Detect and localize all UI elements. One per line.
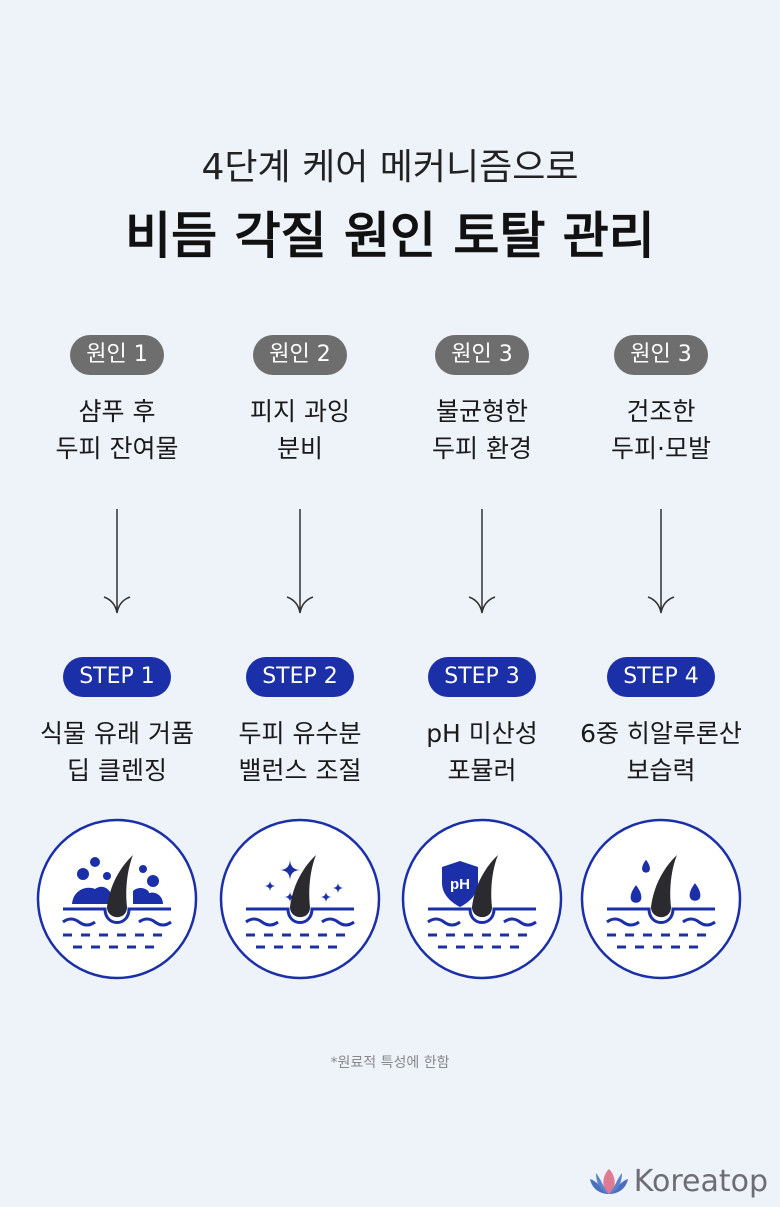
- cause-line: 두피 환경: [432, 434, 532, 463]
- arrow-down-icon: [286, 509, 314, 614]
- page-title: 비듬 각질 원인 토탈 관리: [125, 207, 655, 265]
- step-badge: STEP 4: [607, 657, 715, 697]
- cause-badge: 원인 3: [614, 335, 708, 375]
- step-line: 포뮬러: [447, 756, 517, 785]
- sparkle-icon: [219, 818, 381, 980]
- cause-badge: 원인 2: [253, 335, 347, 375]
- cause-line: 건조한: [626, 397, 696, 426]
- cause-line: 불균형한: [435, 397, 528, 426]
- cause-badge: 원인 1: [70, 335, 164, 375]
- step-line: pH 미산성: [426, 719, 538, 748]
- arrow-down-icon: [103, 509, 131, 614]
- water-drops-icon: [580, 818, 742, 980]
- arrow-down-icon: [647, 509, 675, 614]
- cause-line: 분비: [276, 434, 323, 463]
- step-line: 두피 유수분: [238, 719, 362, 748]
- arrow-down-icon: [468, 509, 496, 614]
- footnote: *원료적 특성에 한함: [330, 1055, 450, 1071]
- lotus-icon: [589, 1168, 628, 1194]
- cause-badge: 원인 3: [435, 335, 529, 375]
- step-line: 6중 히알루론산: [580, 719, 742, 748]
- step-line: 보습력: [626, 756, 696, 785]
- step-line: 식물 유래 거품: [40, 719, 194, 748]
- step-badge: STEP 3: [428, 657, 536, 697]
- step-line: 딥 클렌징: [67, 756, 167, 785]
- cause-line: 피지 과잉: [250, 397, 350, 426]
- subtitle: 4단계 케어 메커니즘으로: [201, 147, 579, 188]
- step-line: 밸런스 조절: [238, 756, 362, 785]
- cause-line: 샴푸 후: [78, 397, 156, 426]
- cause-line: 두피·모발: [611, 434, 711, 463]
- step-badge: STEP 2: [246, 657, 354, 697]
- ph-shield-icon: pH: [401, 818, 563, 980]
- cause-line: 두피 잔여물: [55, 434, 179, 463]
- step-badge: STEP 1: [63, 657, 171, 697]
- svg-text:pH: pH: [450, 876, 470, 893]
- koreatop-logo: Koreatop: [588, 1164, 768, 1199]
- foam-bubbles-icon: [36, 818, 198, 980]
